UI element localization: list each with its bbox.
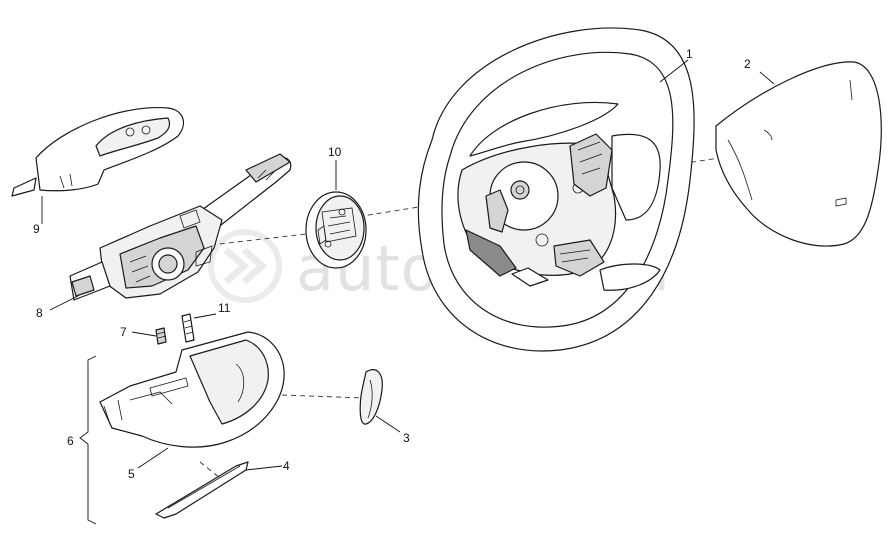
part-steering-wheel [417, 27, 695, 352]
callout-8: 8 [36, 306, 43, 320]
callout-labels: 1 2 3 4 5 6 7 8 9 10 11 [33, 47, 751, 481]
leader-lines [41, 59, 775, 525]
part-screw-7 [155, 327, 167, 345]
group-bracket-6 [79, 355, 97, 525]
callout-7: 7 [120, 325, 127, 339]
callout-10: 10 [328, 145, 342, 159]
callout-6: 6 [67, 434, 74, 448]
part-airbag-module [715, 61, 882, 247]
callout-3: 3 [403, 431, 410, 445]
callout-9: 9 [33, 222, 40, 236]
callout-11: 11 [218, 301, 231, 315]
callout-2: 2 [744, 57, 751, 71]
part-upper-column-shroud [11, 106, 185, 197]
part-clock-spring [305, 191, 367, 269]
part-trim-strip [155, 461, 249, 519]
part-combination-switch [69, 153, 292, 301]
callout-1: 1 [686, 47, 693, 61]
part-cover-bezel [359, 369, 383, 425]
callout-5: 5 [128, 467, 135, 481]
part-screw-11 [181, 313, 195, 343]
callout-4: 4 [283, 459, 290, 473]
part-lower-column-shroud [99, 331, 285, 448]
watermark-logo-icon [208, 229, 282, 303]
